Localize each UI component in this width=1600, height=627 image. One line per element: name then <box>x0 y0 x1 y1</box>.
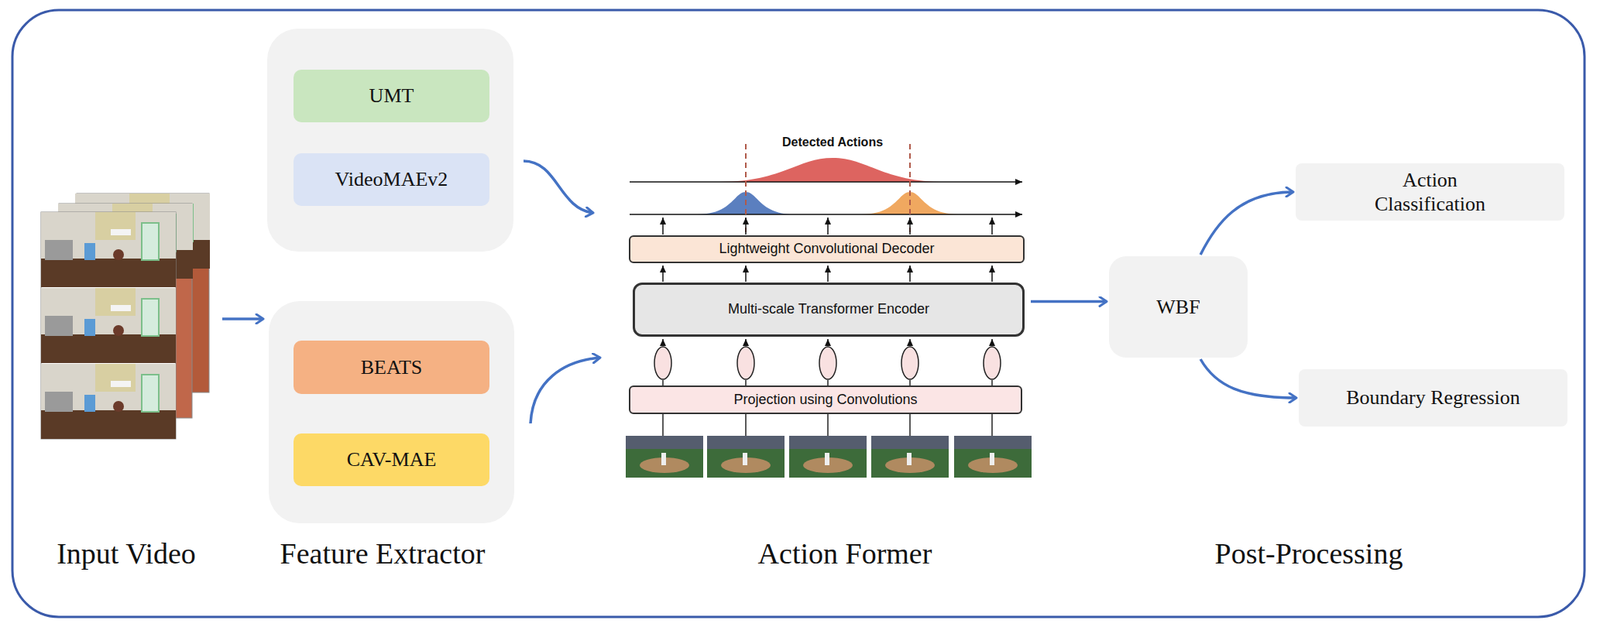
decoder-box: Lightweight Convolutional Decoder <box>628 235 1025 264</box>
output-box: Action Classification <box>1295 163 1565 221</box>
process-box: WBF <box>1109 256 1248 358</box>
output-box: Boundary Regression <box>1298 369 1568 427</box>
flow-arrow <box>1200 192 1294 255</box>
node-text: WBF <box>1156 295 1200 320</box>
node-text: VideoMAEv2 <box>335 167 449 192</box>
stage-label: Feature Extractor <box>280 536 486 571</box>
axis-title: Detected Actions <box>782 135 883 150</box>
node-text: UMT <box>369 83 415 108</box>
stage-label: Action Former <box>758 536 933 571</box>
projection-box: Projection using Convolutions <box>628 385 1023 415</box>
stage-label: Post-Processing <box>1215 536 1404 571</box>
node-text: BEATS <box>360 355 423 380</box>
feature-group: BEATS CAV-MAE <box>268 301 515 524</box>
node-text: Multi-scale Transformer Encoder <box>727 301 930 319</box>
node-text: Lightweight Convolutional Decoder <box>718 240 934 258</box>
model-box: VideoMAEv2 <box>293 153 490 207</box>
feature-group: UMT VideoMAEv2 <box>267 28 514 252</box>
stage-label: Input Video <box>56 536 196 571</box>
node-text: Boundary Regression <box>1345 385 1521 410</box>
node-text: Action Classification <box>1362 168 1498 217</box>
flow-arrow <box>1200 359 1297 399</box>
node-text: Projection using Convolutions <box>733 391 917 409</box>
flow-arrow <box>1030 300 1107 304</box>
encoder-box: Multi-scale Transformer Encoder <box>632 282 1025 337</box>
node-text: CAV-MAE <box>346 447 437 472</box>
model-box: UMT <box>293 69 490 123</box>
model-box: BEATS <box>293 340 490 395</box>
model-box: CAV-MAE <box>293 433 490 487</box>
